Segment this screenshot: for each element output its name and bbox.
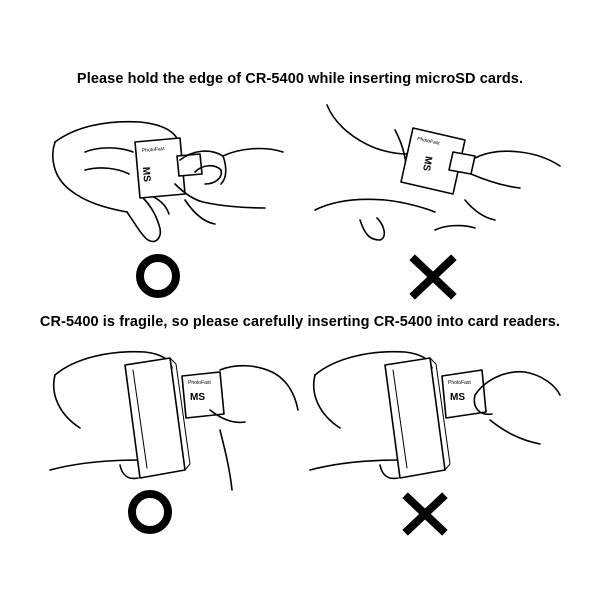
right-hand-drawing: [434, 150, 561, 231]
card-brand-text: PhotoFast: [417, 136, 441, 147]
cr5400-adapter-card: PhotoFast MS: [400, 127, 466, 195]
card-ms-logo-text: MS: [140, 166, 152, 182]
instruction-heading-top: Please hold the edge of CR-5400 while in…: [76, 71, 524, 87]
illustration-correct-reader-insertion: PhotoFast MS: [49, 350, 299, 534]
card-reader-drawing: [124, 357, 191, 479]
right-hand-drawing: [174, 147, 284, 225]
instruction-heading-bottom: CR-5400 is fragile, so please carefully …: [39, 314, 561, 330]
illustration-wrong-microsd-insertion: PhotoFast MS: [314, 104, 561, 300]
correct-circle-icon: [128, 490, 172, 534]
card-brand-text: PhotoFast: [142, 146, 166, 154]
microsd-card: [176, 153, 203, 177]
microsd-card: [448, 151, 476, 175]
card-ms-logo-text: MS: [450, 392, 465, 403]
card-brand-text: PhotoFast: [188, 380, 211, 386]
illustration-wrong-reader-insertion: PhotoFast MS: [309, 350, 561, 536]
cr5400-adapter-card: PhotoFast MS: [181, 371, 225, 419]
card-brand-text: PhotoFast: [448, 380, 471, 386]
illustration-correct-microsd-insertion: PhotoFast MS: [52, 120, 284, 298]
wrong-cross-icon: [402, 492, 448, 536]
card-reader-drawing: [384, 357, 451, 479]
cr5400-adapter-card: PhotoFast MS: [134, 137, 186, 199]
right-hand-drawing: [473, 370, 561, 445]
right-hand-drawing: [209, 364, 299, 491]
card-ms-logo-text: MS: [190, 392, 205, 403]
wrong-cross-icon: [409, 254, 457, 300]
card-ms-logo-text: MS: [420, 155, 433, 172]
correct-circle-icon: [136, 254, 180, 298]
